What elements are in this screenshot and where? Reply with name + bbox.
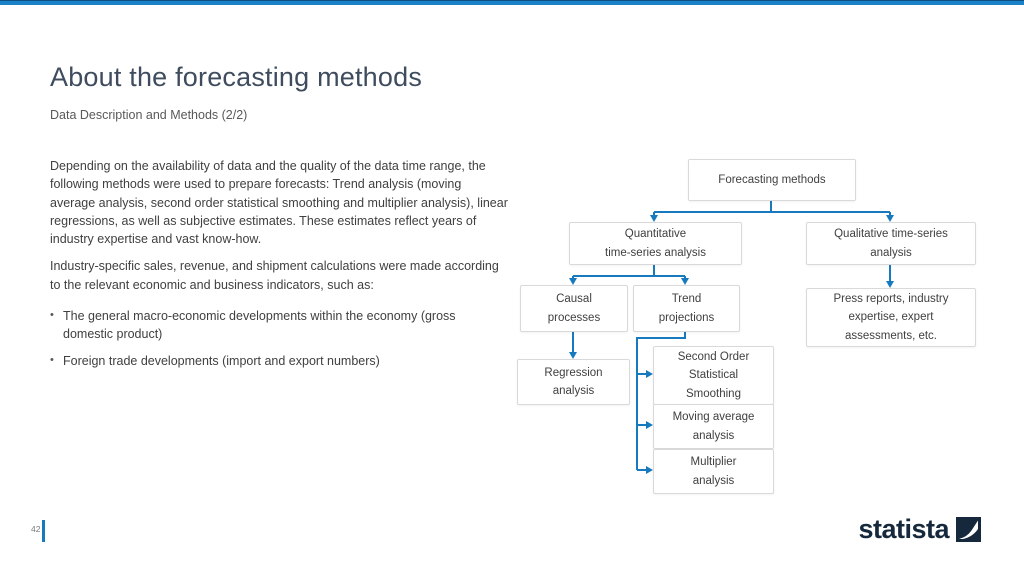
bullet-macro-economic: The general macro-economic developments … — [50, 307, 508, 344]
node-quantitative-analysis: Quantitative time-series analysis — [569, 222, 742, 265]
page-number: 42 — [31, 524, 41, 534]
connector-forecasting-split — [653, 200, 891, 216]
arrowhead-to-quantitative — [650, 215, 658, 222]
connector-quantitative-split — [572, 263, 686, 279]
top-accent-bar — [0, 0, 1024, 5]
node-press-reports: Press reports, industry expertise, exper… — [806, 288, 976, 347]
arrowhead-to-smoothing — [646, 370, 653, 378]
node-qualitative-analysis: Qualitative time-series analysis — [806, 222, 976, 265]
footer-accent-bar — [42, 520, 45, 542]
node-causal-processes: Causal processes — [520, 285, 628, 332]
arrowhead-to-qualitative — [886, 215, 894, 222]
arrowhead-to-causal — [569, 278, 577, 285]
node-second-order-smoothing: Second Order Statistical Smoothing — [653, 346, 774, 405]
body-text-block: Depending on the availability of data an… — [50, 157, 508, 380]
statista-logo: statista — [858, 516, 981, 543]
statista-logo-text: statista — [858, 514, 949, 544]
paragraph-indicators: Industry-specific sales, revenue, and sh… — [50, 259, 499, 292]
node-multiplier-analysis: Multiplier analysis — [653, 449, 774, 494]
paragraph-methods: Depending on the availability of data an… — [50, 159, 508, 246]
arrowhead-to-press — [886, 281, 894, 288]
node-trend-projections: Trend projections — [633, 285, 740, 332]
node-moving-average: Moving average analysis — [653, 404, 774, 449]
bullet-foreign-trade: Foreign trade developments (import and e… — [50, 352, 508, 370]
node-forecasting-methods: Forecasting methods — [688, 159, 856, 201]
bullet-list: The general macro-economic developments … — [50, 307, 508, 371]
arrowhead-to-regression — [569, 352, 577, 359]
arrowhead-to-multiplier — [646, 466, 653, 474]
page-title: About the forecasting methods — [50, 62, 423, 92]
node-regression-analysis: Regression analysis — [517, 359, 630, 405]
arrowhead-to-moving — [646, 421, 653, 429]
arrowhead-to-trend — [681, 278, 689, 285]
page-subtitle: Data Description and Methods (2/2) — [50, 108, 248, 122]
statista-logo-icon — [956, 517, 981, 542]
